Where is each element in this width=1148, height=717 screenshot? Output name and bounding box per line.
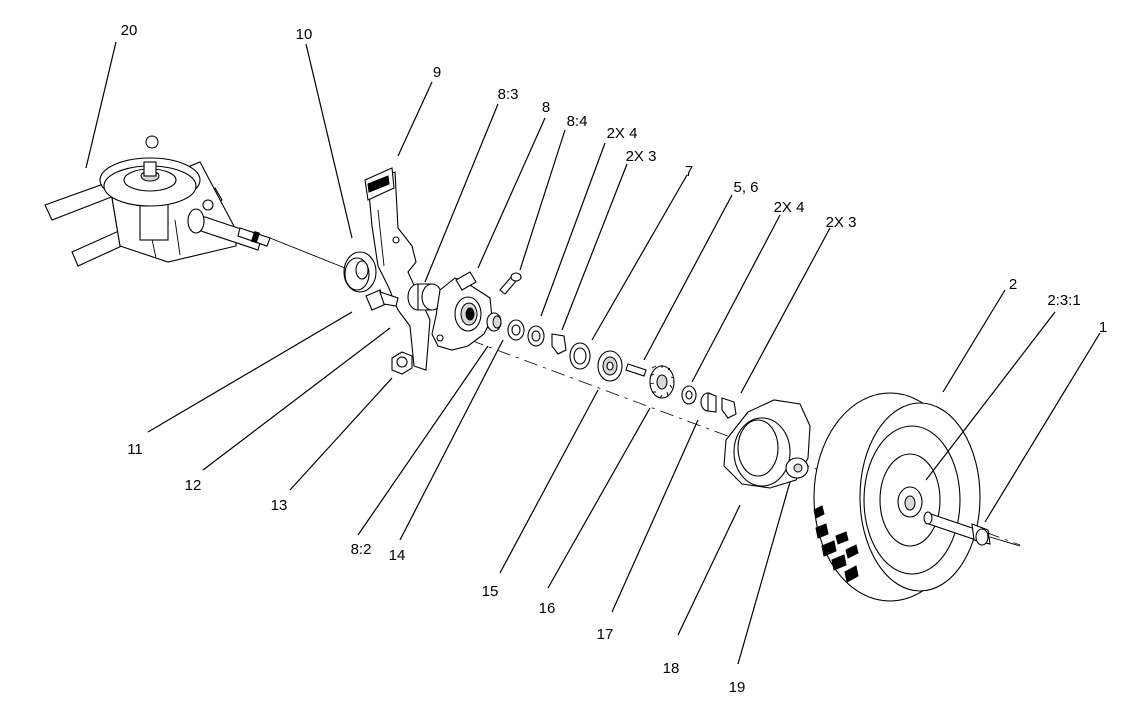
pinion-gear	[649, 365, 675, 399]
e-clip	[721, 397, 737, 419]
retaining-clip	[551, 333, 567, 355]
callout-8-3: 8:3	[498, 86, 519, 103]
callout-2x4-outer: 2X 4	[774, 199, 805, 216]
roll-pin	[625, 363, 647, 377]
callout-2x3-inner: 2X 3	[626, 148, 657, 165]
callout-19: 19	[729, 679, 746, 696]
carriage-bolt	[365, 289, 399, 311]
axle-bolt	[923, 511, 991, 546]
gear-washer	[597, 350, 623, 382]
bushing	[486, 312, 502, 332]
wave-washer-set	[507, 319, 545, 347]
thrust-washer	[569, 342, 591, 370]
callout-8-2: 8:2	[351, 541, 372, 558]
set-screw	[499, 272, 522, 295]
callout-13: 13	[271, 497, 288, 514]
bearing-flange	[407, 283, 443, 311]
pivot-plate	[431, 271, 493, 351]
callout-10: 10	[296, 26, 313, 43]
callout-20: 20	[121, 22, 138, 39]
callout-7: 7	[685, 163, 693, 180]
callout-2x4-inner: 2X 4	[607, 125, 638, 142]
callout-14: 14	[389, 547, 406, 564]
callout-11: 11	[127, 441, 143, 458]
flange-nut	[391, 351, 413, 375]
callout-1: 1	[1099, 319, 1107, 336]
callout-2x3-outer: 2X 3	[826, 214, 857, 231]
wheel-gear-cover	[723, 399, 811, 489]
callout-17: 17	[597, 626, 614, 643]
axle-axis-line	[989, 536, 1021, 547]
shaft-axis-line	[269, 237, 346, 269]
callout-9: 9	[433, 64, 441, 81]
spacer-washer	[343, 251, 377, 293]
callout-8-4: 8:4	[567, 113, 588, 130]
spacer-washer-pair	[681, 385, 717, 413]
transmission-assembly	[44, 135, 271, 267]
callout-2: 2	[1009, 276, 1017, 293]
height-adjust-bracket	[364, 167, 431, 371]
callout-8: 8	[542, 99, 550, 116]
callout-15: 15	[482, 583, 499, 600]
callout-16: 16	[539, 600, 556, 617]
leader-lines	[85, 41, 1101, 665]
callout-18: 18	[663, 660, 680, 677]
callout-12: 12	[185, 477, 202, 494]
callout-5-6: 5, 6	[733, 179, 758, 196]
callout-2-3-1: 2:3:1	[1047, 292, 1080, 309]
wheel	[813, 392, 981, 602]
